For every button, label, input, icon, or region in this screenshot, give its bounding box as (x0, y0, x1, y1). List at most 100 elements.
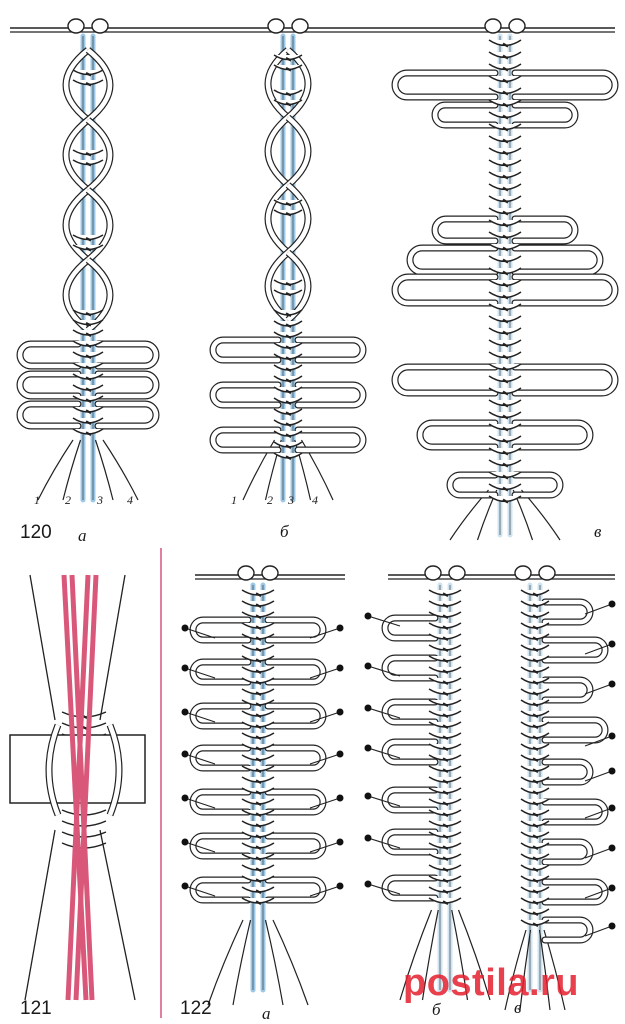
knot-shadow (255, 834, 262, 840)
pin-head (364, 834, 372, 842)
pin-shaft (309, 753, 341, 765)
knot-shadow (255, 856, 262, 862)
knot-shadow (285, 345, 292, 351)
picot-loop-fill (542, 717, 608, 743)
picot-loop (431, 101, 499, 129)
picot-loop (511, 419, 594, 451)
pin-head (181, 794, 189, 802)
picot-loop-fill (382, 875, 438, 901)
knot-shadow (255, 702, 262, 708)
picot-loop-fill (265, 703, 326, 729)
ring-loop-fill (63, 188, 90, 262)
knot-shadow (502, 414, 509, 420)
ring-loop-fill (63, 118, 90, 192)
pin-shaft (584, 603, 613, 615)
knot-shadow (442, 625, 449, 631)
knot-shadow (255, 746, 262, 752)
outer-cord (99, 829, 136, 1001)
cord-tail (421, 909, 439, 1001)
pin-head (181, 882, 189, 890)
knot-shadow (442, 856, 449, 862)
knot-shadow (85, 237, 92, 242)
picot-loop (189, 702, 252, 730)
cord-label-a-1: 1 (34, 493, 40, 507)
picot-loop (264, 616, 327, 644)
knot-shadow (285, 433, 292, 439)
knot-shadow (502, 378, 509, 384)
ring-loop-fill (265, 115, 290, 187)
pin-shaft (584, 735, 613, 747)
cord-label-a-4: 4 (127, 493, 133, 507)
knot-shadow (502, 90, 509, 96)
picot-loop (94, 340, 160, 370)
knot-shadow (532, 900, 539, 906)
knot-shadow (442, 878, 449, 884)
knot-shadow (442, 735, 449, 741)
watermark-text: postila.ru (403, 962, 580, 1004)
picot-loop-fill (542, 637, 608, 663)
knot-shadow (502, 42, 509, 48)
knot-shadow (255, 658, 262, 664)
knot-shadow (285, 292, 292, 297)
knot-shadow (442, 636, 449, 642)
knot-shadow (85, 398, 92, 404)
mounting-knot (261, 565, 279, 581)
knot-shadow (502, 234, 509, 240)
cord-label-b-1: 1 (231, 493, 237, 507)
knot-shadow (532, 636, 539, 642)
pin-shaft (584, 847, 613, 859)
picot-loop-fill (95, 341, 159, 369)
knot-shadow (442, 614, 449, 620)
pin-shaft (309, 885, 341, 897)
knot-shadow (532, 658, 539, 664)
knot-shadow (285, 202, 292, 207)
pin-head (364, 612, 372, 620)
picot-loop-fill (95, 371, 159, 399)
picot-loop (541, 758, 594, 786)
pin-head (336, 708, 344, 716)
knot-shadow (85, 82, 92, 87)
mounting-knot (538, 565, 556, 581)
pin-head (608, 922, 616, 930)
pin-shaft (309, 711, 341, 723)
picot-loop-fill (17, 341, 81, 369)
knot-shadow (442, 724, 449, 730)
picot-loop-fill (512, 274, 618, 306)
pin-head (336, 882, 344, 890)
cord-tail (457, 909, 491, 1001)
figure-divider (160, 548, 162, 1018)
picot-loop-fill (512, 216, 578, 244)
mounting-knot (237, 565, 255, 581)
knot-shadow (255, 713, 262, 719)
red-core-cord (65, 574, 91, 1001)
picot-loop (381, 738, 439, 766)
picot-loop (16, 400, 82, 430)
cord-tail (504, 929, 527, 1011)
knot-shadow (255, 669, 262, 675)
picot-loop (189, 788, 252, 816)
picot-loop-fill (190, 703, 251, 729)
picot-loops (16, 47, 619, 944)
picot-loop (189, 832, 252, 860)
figure-122-panel-a: а (262, 1004, 271, 1023)
pin-head (364, 662, 372, 670)
pin-shaft (184, 841, 216, 853)
picot-loop-fill (382, 739, 438, 765)
knot-shadow (255, 790, 262, 796)
knot-shadow (442, 900, 449, 906)
knot-shadow (502, 246, 509, 252)
knot-shadow (285, 282, 292, 287)
knot-shadow (532, 878, 539, 884)
picot-loop-fill (210, 382, 281, 408)
picot-loop-fill (542, 799, 608, 825)
picot-loop (391, 363, 499, 397)
picot-loop (511, 363, 619, 397)
knot-shadow (502, 474, 509, 480)
picot-loop-fill (265, 877, 326, 903)
knot-shadow (502, 366, 509, 372)
picot-loop-fill (407, 245, 498, 275)
knot-shadow (255, 889, 262, 895)
knot-shadow (532, 812, 539, 818)
picot-loop (189, 658, 252, 686)
